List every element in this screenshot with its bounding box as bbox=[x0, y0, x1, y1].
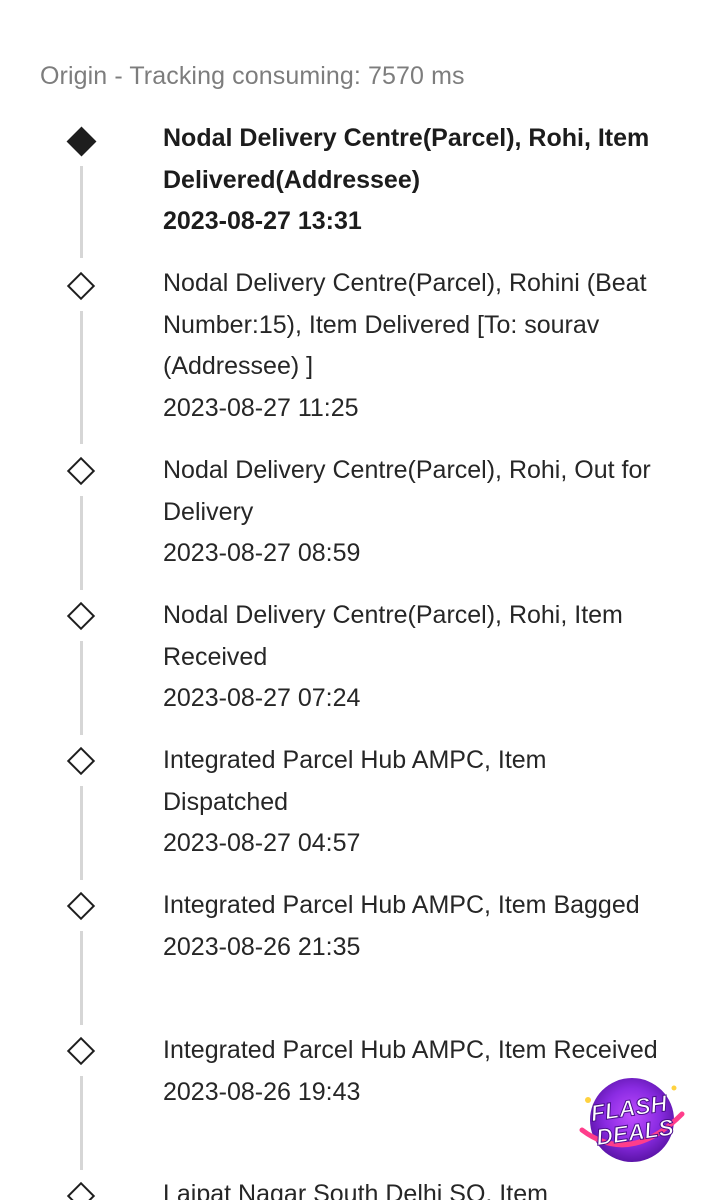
diamond-outline-icon bbox=[66, 601, 96, 631]
diamond-outline-icon bbox=[66, 1181, 96, 1200]
event-description: Integrated Parcel Hub AMPC, Item Receive… bbox=[163, 1036, 658, 1064]
event-description: Nodal Delivery Centre(Parcel), Rohini (B… bbox=[163, 269, 647, 380]
timeline-connector bbox=[80, 786, 83, 880]
event-time: 2023-08-27 08:59 bbox=[163, 539, 361, 567]
diamond-outline-icon bbox=[66, 271, 96, 301]
event-time: 2023-08-26 19:43 bbox=[163, 1077, 361, 1106]
event-description: Integrated Parcel Hub AMPC, Item Bagged bbox=[163, 891, 640, 919]
diamond-outline-icon bbox=[66, 746, 96, 776]
event-description: Integrated Parcel Hub AMPC, Item Dispatc… bbox=[163, 746, 547, 816]
flash-deals-badge[interactable]: FLASH DEALS bbox=[570, 1068, 690, 1172]
diamond-outline-icon bbox=[66, 1036, 96, 1066]
filled-diamond-icon bbox=[66, 126, 97, 157]
timeline-connector bbox=[80, 166, 83, 258]
event-description: Nodal Delivery Centre(Parcel), Rohi, Ite… bbox=[163, 601, 623, 671]
timeline-connector bbox=[80, 496, 83, 590]
event-description: Lajpat Nagar South Delhi SO, Item bbox=[163, 1180, 548, 1200]
event-time: 2023-08-27 11:25 bbox=[163, 393, 359, 422]
timeline-connector bbox=[80, 1076, 83, 1170]
flash-deals-icon: FLASH DEALS bbox=[579, 1078, 685, 1162]
diamond-outline-icon bbox=[66, 456, 96, 486]
event-time: 2023-08-26 21:35 bbox=[163, 932, 361, 961]
event-time: 2023-08-27 13:31 bbox=[163, 207, 362, 235]
timeline-connector bbox=[80, 311, 83, 444]
diamond-outline-icon bbox=[66, 891, 96, 921]
timeline-connector bbox=[80, 931, 83, 1025]
tracking-header: Origin - Tracking consuming: 7570 ms bbox=[40, 62, 465, 90]
event-description: Nodal Delivery Centre(Parcel), Rohi, Ite… bbox=[163, 124, 650, 194]
event-description: Nodal Delivery Centre(Parcel), Rohi, Out… bbox=[163, 456, 651, 526]
timeline-connector bbox=[80, 641, 83, 735]
event-time: 2023-08-27 07:24 bbox=[163, 684, 361, 712]
event-time: 2023-08-27 04:57 bbox=[163, 829, 361, 857]
